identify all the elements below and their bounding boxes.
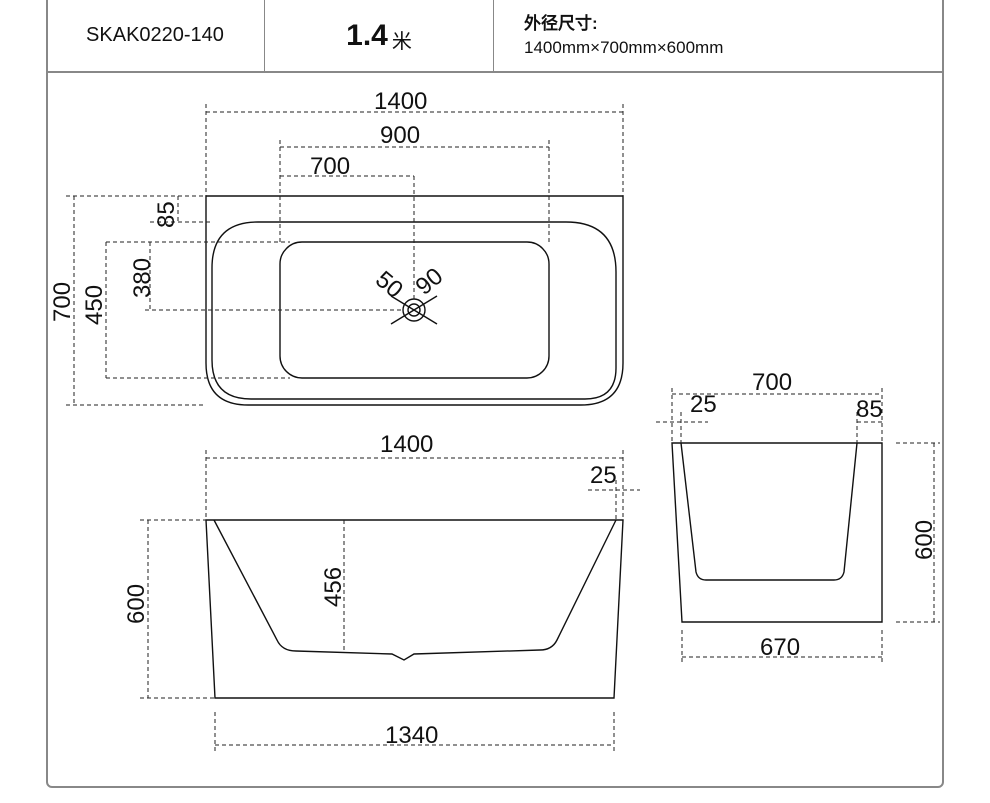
dim-side-height: 600	[911, 520, 938, 560]
dim-front-width-top: 1400	[380, 431, 433, 458]
dim-front-rim-offset: 25	[590, 462, 617, 489]
drain-icon	[390, 295, 438, 325]
dim-front-height: 600	[123, 584, 150, 624]
dim-top-inner-span: 450	[81, 285, 108, 325]
dim-top-width-inner: 900	[380, 122, 420, 149]
dim-top-drain-depth: 380	[129, 258, 156, 298]
dim-side-rim-front: 25	[690, 391, 717, 418]
tub-outline-front	[205, 519, 624, 699]
front-view: 1400 25 600 456 1340	[123, 431, 640, 752]
spec-header: SKAK0220-140 1.4 米 外径尺寸: 1400mm×700mm×60…	[46, 0, 944, 73]
dim-side-rim-back: 85	[856, 396, 883, 423]
tub-outline-side	[671, 442, 883, 623]
side-view: 700 25 85 600 670	[656, 369, 940, 664]
dim-drain-diameter: 50	[370, 266, 408, 304]
dim-overflow-diameter: 90	[411, 263, 449, 301]
model-cell: SKAK0220-140	[46, 0, 265, 71]
dim-top-width-overall: 1400	[374, 88, 427, 115]
tub-inner-profile-side	[680, 442, 858, 581]
drawing-frame	[46, 0, 944, 788]
dim-front-inner-depth: 456	[320, 567, 347, 607]
tub-outline-top	[205, 195, 624, 406]
dim-top-depth-overall: 700	[49, 282, 76, 322]
dimensions-label: 外径尺寸:	[524, 13, 598, 33]
model-number: SKAK0220-140	[86, 24, 224, 46]
tub-inner-profile-front	[213, 519, 617, 661]
top-view: 1400 900 700 700 450 380 85 50 90	[49, 88, 624, 406]
dim-front-width-base: 1340	[385, 722, 438, 749]
dimensions-cell: 外径尺寸: 1400mm×700mm×600mm	[494, 0, 723, 71]
dimensions-value: 1400mm×700mm×600mm	[524, 37, 724, 57]
size-unit: 米	[391, 31, 412, 53]
size-value: 1.4	[346, 18, 388, 52]
tub-rim-inner	[211, 221, 617, 400]
dim-side-width-top: 700	[752, 369, 792, 396]
dim-top-rim-back: 85	[153, 201, 180, 228]
dim-side-width-base: 670	[760, 634, 800, 661]
size-cell: 1.4 米	[265, 0, 494, 71]
dim-top-drain-offset: 700	[310, 153, 350, 180]
